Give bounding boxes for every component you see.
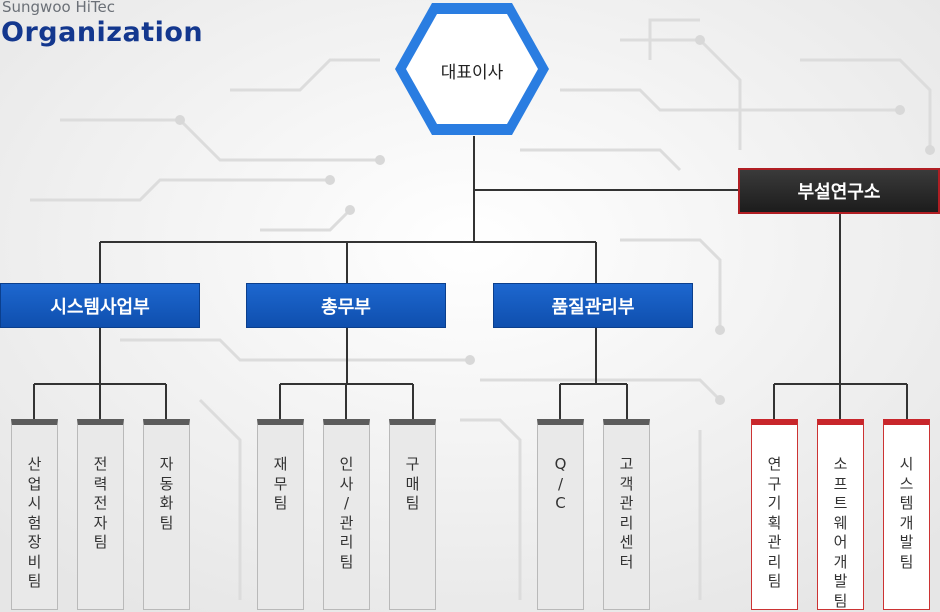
team-box: Q / C <box>537 419 584 610</box>
team-box: 고 객 관 리 센 터 <box>603 419 650 610</box>
team-box: 인 사 / 관 리 팀 <box>323 419 370 610</box>
team-label: 산 업 시 험 장 비 팀 <box>27 455 42 590</box>
team-label: 구 매 팀 <box>405 455 420 512</box>
team-label: 소 프 트 웨 어 개 발 팀 <box>833 455 848 610</box>
team-label: 고 객 관 리 센 터 <box>619 455 634 571</box>
research-lab-box: 부설연구소 <box>738 168 940 214</box>
team-box: 전 력 전 자 팀 <box>77 419 124 610</box>
team-label: Q / C <box>554 455 567 512</box>
team-box: 산 업 시 험 장 비 팀 <box>11 419 58 610</box>
dept-label: 품질관리부 <box>551 296 635 318</box>
company-name: Sungwoo HiTec <box>2 0 115 16</box>
research-lab-label: 부설연구소 <box>797 182 881 203</box>
team-box: 구 매 팀 <box>389 419 436 610</box>
team-label: 연 구 기 획 관 리 팀 <box>767 455 782 590</box>
dept-quality-management: 품질관리부 <box>493 283 693 328</box>
ceo-hexagon <box>395 3 549 135</box>
team-box-lab: 연 구 기 획 관 리 팀 <box>751 419 798 610</box>
page-title: Organization <box>1 17 204 48</box>
dept-label: 총무부 <box>321 296 371 318</box>
team-box: 자 동 화 팀 <box>143 419 190 610</box>
team-box-lab: 시 스 템 개 발 팀 <box>883 419 930 610</box>
dept-label: 시스템사업부 <box>50 296 150 318</box>
team-label: 재 무 팀 <box>273 455 288 512</box>
team-label: 자 동 화 팀 <box>159 455 174 532</box>
dept-general-affairs: 총무부 <box>246 283 446 328</box>
team-box: 재 무 팀 <box>257 419 304 610</box>
team-label: 전 력 전 자 팀 <box>93 455 108 551</box>
ceo-node: 대표이사 <box>392 0 552 138</box>
team-label: 시 스 템 개 발 팀 <box>899 455 914 571</box>
dept-system-business: 시스템사업부 <box>0 283 200 328</box>
ceo-label: 대표이사 <box>440 63 504 83</box>
team-label: 인 사 / 관 리 팀 <box>339 455 354 571</box>
team-box-lab: 소 프 트 웨 어 개 발 팀 <box>817 419 864 610</box>
